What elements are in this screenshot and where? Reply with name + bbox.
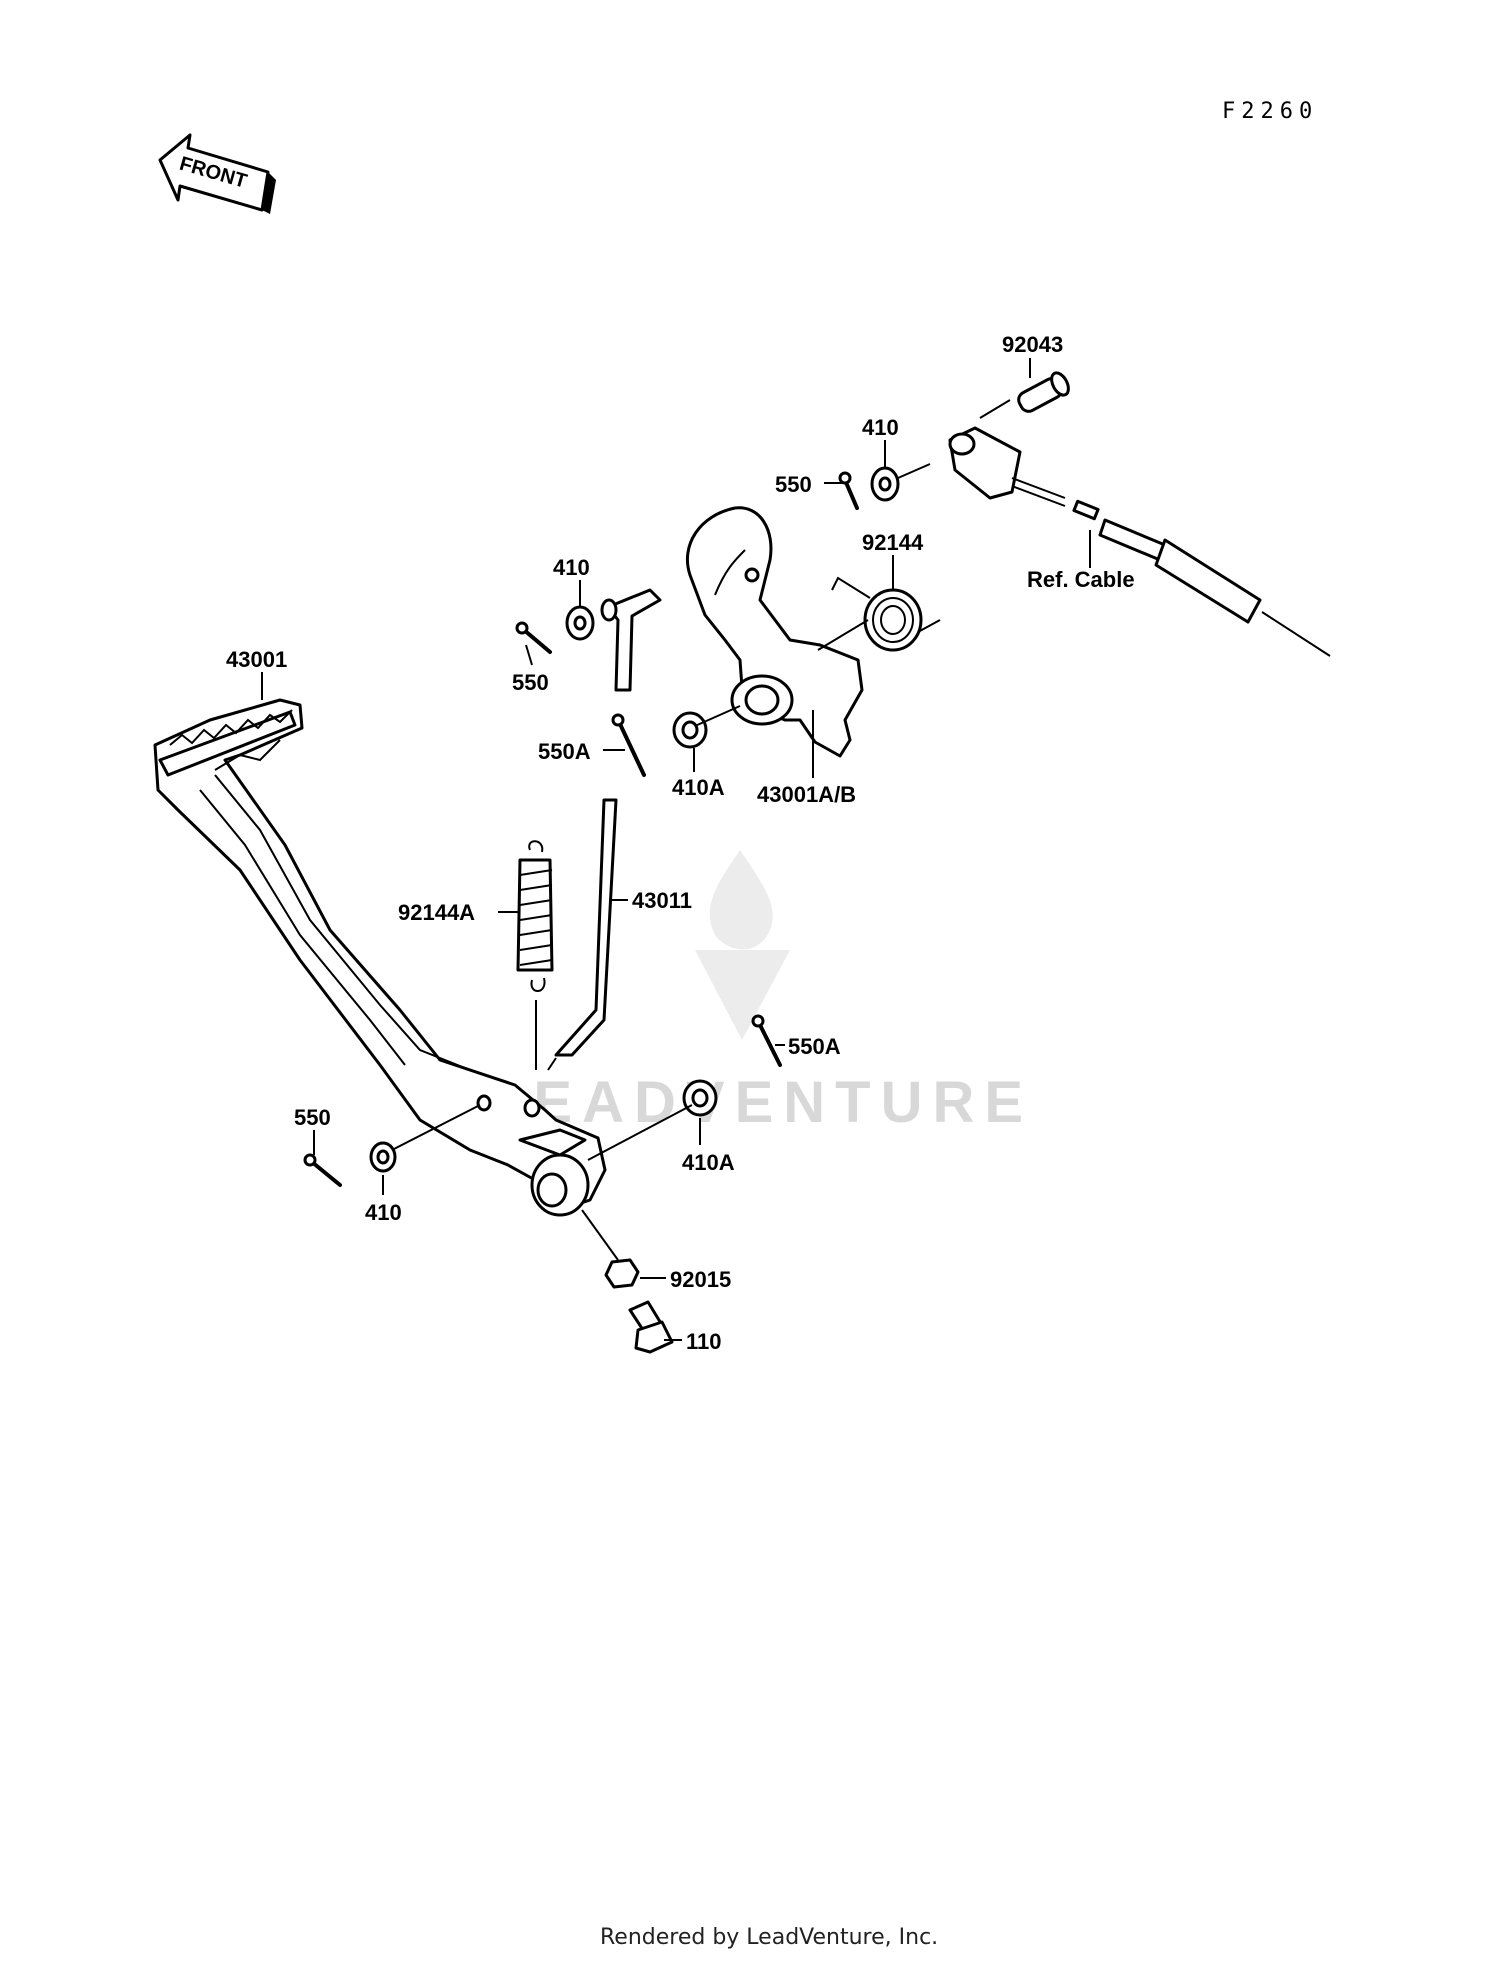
brake-cable	[1072, 499, 1331, 657]
washer-410-top	[870, 466, 900, 502]
cotter-pin-550-bot	[303, 1153, 342, 1187]
front-arrow-icon: FRONT	[158, 133, 276, 214]
torsion-spring-92144	[831, 576, 941, 652]
watermark-logo: LEADVENTURE	[488, 850, 1033, 1135]
label-43001: 43001	[226, 647, 287, 672]
washer-410A-bot	[682, 1079, 718, 1117]
cotter-pin-550A-top	[611, 713, 646, 777]
label-410-top: 410	[862, 415, 899, 440]
nut-92015	[604, 1258, 640, 1289]
label-550-bot: 550	[294, 1105, 331, 1130]
brake-lever-arm-43001AB	[685, 506, 864, 758]
label-92144: 92144	[862, 530, 924, 555]
brake-rod-43011	[554, 798, 618, 1057]
cotter-pin-550A-bot	[751, 1014, 782, 1067]
cotter-pin-550-top	[838, 471, 859, 510]
label-92043: 92043	[1002, 332, 1063, 357]
label-410A-top: 410A	[672, 775, 725, 800]
return-spring-92144A	[516, 840, 554, 992]
label-92144A: 92144A	[398, 900, 475, 925]
washer-410A-top	[672, 711, 708, 749]
label-410A-bot: 410A	[682, 1150, 735, 1175]
watermark-text: LEADVENTURE	[488, 1070, 1033, 1135]
label-410-bot: 410	[365, 1200, 402, 1225]
washer-410-mid	[565, 605, 595, 641]
bolt-110	[628, 1300, 674, 1354]
washer-410-bot	[369, 1141, 397, 1173]
label-550-mid: 550	[512, 670, 549, 695]
label-110: 110	[686, 1329, 722, 1354]
label-550A-bot: 550A	[788, 1034, 841, 1059]
label-92015: 92015	[670, 1267, 731, 1292]
cotter-pin-550-mid	[515, 621, 552, 654]
diagram-code: F2260	[1222, 99, 1318, 124]
footer-credit: Rendered by LeadVenture, Inc.	[600, 1925, 938, 1950]
label-550A-top: 550A	[538, 739, 591, 764]
label-43001AB: 43001A/B	[757, 782, 856, 807]
bent-pin	[600, 588, 662, 692]
label-ref-cable: Ref. Cable	[1027, 567, 1135, 592]
label-410-mid: 410	[553, 555, 590, 580]
cable-clevis	[948, 426, 1066, 507]
label-43011: 43011	[632, 888, 692, 913]
brake-pedal-43001	[153, 698, 607, 1217]
clevis-pin-92043	[1017, 371, 1070, 413]
label-550-top: 550	[775, 472, 812, 497]
